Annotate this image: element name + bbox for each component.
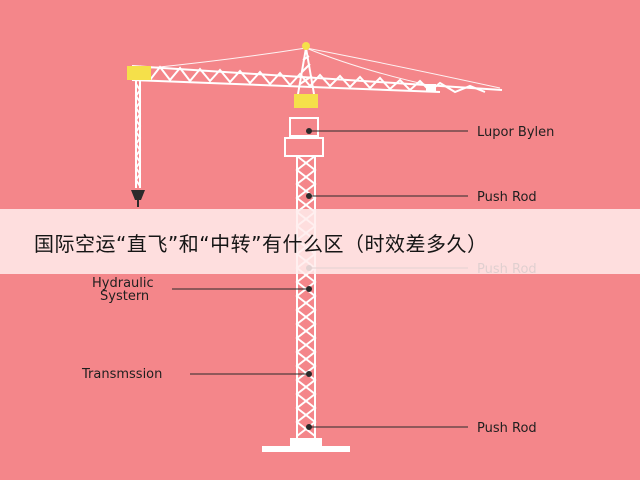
crane-base [290,438,322,446]
operator-cab [289,117,319,137]
mast-lattice [295,155,317,440]
hoist-cable [134,80,142,188]
title-banner [0,209,640,274]
upper-frame [284,137,324,157]
crane-jib [131,65,503,94]
banner-title: 国际空运“直飞”和“中转”有什么区（时效差多久） [34,232,488,256]
trolley [127,66,151,80]
label-push-rod-upper: Push Rod [477,190,537,205]
label-transmission: Transmssion [81,367,162,382]
label-hydraulic-line1: Hydraulic [92,276,154,291]
leader-lines [172,130,468,428]
label-lupor-bylen: Lupor Bylen [477,125,554,140]
slewing-unit [294,94,318,108]
counterweight [426,84,436,92]
label-push-rod-lower: Push Rod [477,421,537,436]
base-plate [262,446,350,452]
label-hydraulic-line2: Systern [100,289,149,304]
crane-hook [131,190,145,207]
mast-top-light [302,42,310,50]
guy-wires [149,47,501,89]
